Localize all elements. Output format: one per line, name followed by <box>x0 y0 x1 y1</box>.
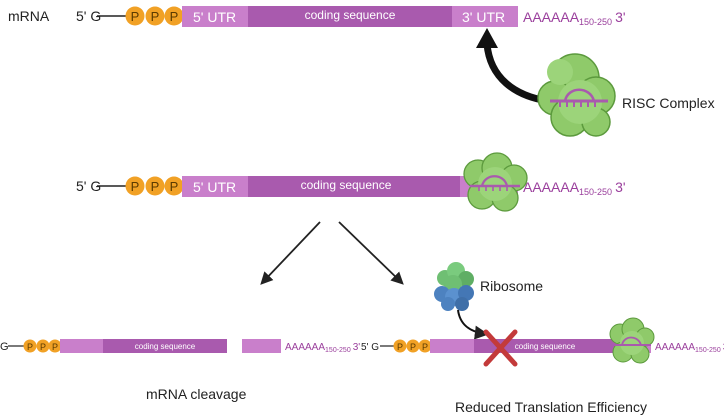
top-mrna: mRNA 5' G P P P 5' UTR coding sequence 3… <box>8 6 626 27</box>
mrna-label: mRNA <box>8 8 50 24</box>
phosphate-circle <box>23 339 37 353</box>
cap-phosphates: P P P <box>23 339 62 353</box>
reduced-translation-caption: Reduced Translation Efficiency <box>455 399 647 415</box>
phosphate-label: P <box>170 179 179 194</box>
phosphate-label: P <box>422 342 428 352</box>
risc-complex-label: RISC Complex <box>622 95 715 111</box>
risc-complex-bound-icon <box>463 152 528 212</box>
coding-segment <box>103 339 227 353</box>
coding-segment <box>248 176 460 197</box>
utr5-label: 5' UTR <box>193 179 236 195</box>
utr5-segment <box>60 339 103 353</box>
phosphate-circle <box>406 339 420 353</box>
coding-segment <box>248 6 452 27</box>
ribosome-icon <box>434 262 474 311</box>
coding-label: coding sequence <box>515 342 576 351</box>
phosphate-label: P <box>52 342 58 352</box>
phosphate-circle <box>48 339 62 353</box>
coding-label: coding sequence <box>305 8 396 22</box>
ribosome-label: Ribosome <box>480 278 543 294</box>
utr3-fragment <box>242 339 281 353</box>
phosphate-circle <box>145 6 165 26</box>
middle-mrna: 5' G P P P 5' UTR coding sequence AAAAAA… <box>76 176 626 197</box>
phosphate-label: P <box>131 9 140 24</box>
phosphate-circle <box>164 6 184 26</box>
phosphate-label: P <box>131 179 140 194</box>
risc-binding-arrowhead <box>476 28 498 48</box>
phosphate-circle <box>164 176 184 196</box>
utr5-label: 5' UTR <box>193 9 236 25</box>
phosphate-circle <box>418 339 432 353</box>
repressed-mrna: 5' G P P P coding sequence AAAAAA150-250… <box>361 339 724 354</box>
five-prime-g: 5' G <box>76 8 101 24</box>
coding-label: coding sequence <box>301 178 392 192</box>
cap-phosphates: P P P <box>125 176 184 196</box>
cap-phosphates: P P P <box>393 339 432 353</box>
phosphate-label: P <box>27 342 33 352</box>
phosphate-circle <box>125 176 145 196</box>
blocked-cross-icon <box>483 329 518 367</box>
ribosome-arrow <box>457 309 489 340</box>
five-prime-g: 5' G <box>361 342 379 353</box>
five-prime-g: G <box>0 341 9 353</box>
cap-phosphates: P P P <box>125 6 184 26</box>
utr5-segment <box>182 6 248 27</box>
phosphate-label: P <box>397 342 403 352</box>
five-prime-g: 5' G <box>76 178 101 194</box>
mrna-cleavage-caption: mRNA cleavage <box>146 386 247 402</box>
phosphate-circle <box>393 339 407 353</box>
utr3-label: 3' UTR <box>462 9 505 25</box>
phosphate-label: P <box>151 9 160 24</box>
phosphate-label: P <box>151 179 160 194</box>
coding-segment <box>474 339 616 353</box>
branch-arrow-right <box>338 221 404 285</box>
phosphate-label: P <box>170 9 179 24</box>
risc-complex-icon <box>537 53 616 137</box>
utr5-segment <box>430 339 474 353</box>
phosphate-circle <box>36 339 50 353</box>
phosphate-label: P <box>410 342 416 352</box>
risc-complex-small-icon <box>609 317 655 364</box>
branch-arrow-left <box>260 221 321 285</box>
phosphate-circle <box>125 6 145 26</box>
phosphate-label: P <box>40 342 46 352</box>
coding-label: coding sequence <box>135 342 196 351</box>
phosphate-circle <box>145 176 165 196</box>
utr5-segment <box>182 176 248 197</box>
utr3-segment <box>452 6 518 27</box>
